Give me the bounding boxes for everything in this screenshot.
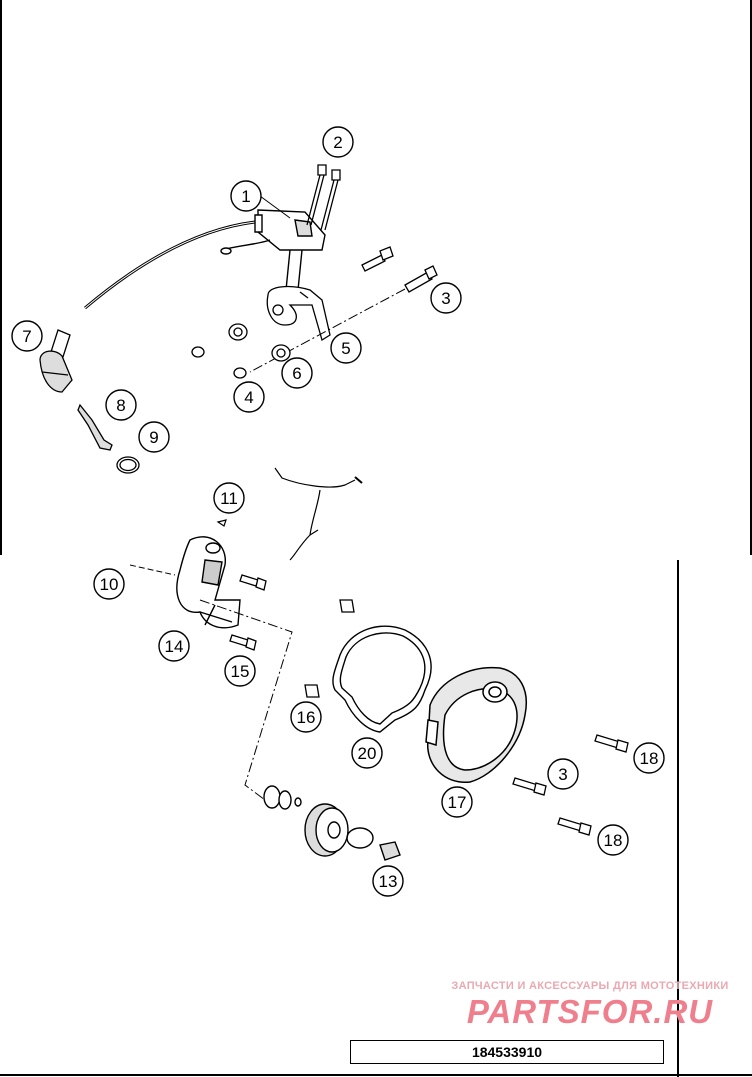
watermark-subtitle: ЗАПЧАСТИ И АКСЕССУАРЫ ДЛЯ МОТОТЕХНИКИ	[451, 980, 729, 992]
watermark-brand: PARTSFOR.RU	[466, 993, 714, 1030]
callout-10: 10	[93, 568, 125, 600]
svg-text:4: 4	[244, 388, 253, 407]
svg-text:5: 5	[341, 339, 350, 358]
ignition-coil	[84, 209, 326, 310]
svg-text:2: 2	[333, 133, 342, 152]
callout-13: 13	[372, 865, 404, 897]
callout-11: 11	[213, 482, 245, 514]
svg-text:11: 11	[220, 489, 238, 508]
svg-text:10: 10	[100, 575, 119, 594]
wiring-harness	[274, 467, 363, 561]
svg-text:6: 6	[292, 364, 301, 383]
svg-text:14: 14	[165, 637, 184, 656]
callout-18-upper: 18	[633, 742, 665, 774]
callout-9: 9	[138, 421, 170, 453]
watermark: ЗАПЧАСТИ И АКСЕССУАРЫ ДЛЯ МОТОТЕХНИКИ PA…	[440, 980, 740, 1031]
callout-14: 14	[158, 630, 190, 662]
callout-4: 4	[233, 381, 265, 413]
key-11	[216, 519, 227, 527]
callout-15: 15	[224, 655, 256, 687]
cover-gasket	[332, 625, 432, 733]
coil-bracket	[266, 285, 331, 342]
svg-text:7: 7	[22, 327, 31, 346]
dowel-sleeves	[304, 599, 355, 698]
svg-text:16: 16	[297, 708, 316, 727]
rubber-bushings	[191, 323, 291, 379]
callout-5: 5	[330, 332, 362, 364]
axis-line-flywheel	[199, 599, 293, 801]
svg-text:9: 9	[149, 428, 158, 447]
spark-plug	[77, 403, 113, 451]
svg-text:18: 18	[640, 749, 659, 768]
reference-number-box: 184533910	[350, 1040, 664, 1064]
callout-20: 20	[351, 737, 383, 769]
callout-7: 7	[11, 320, 43, 352]
svg-text:13: 13	[379, 872, 398, 891]
svg-text:17: 17	[448, 793, 467, 812]
callout-3: 3	[430, 282, 462, 314]
svg-text:8: 8	[116, 396, 125, 415]
flywheel-assembly	[263, 785, 401, 861]
callout-2: 2	[322, 126, 354, 158]
leader-10	[129, 564, 176, 576]
callout-16: 16	[290, 701, 322, 733]
callout-8: 8	[105, 389, 137, 421]
callout-3-cover: 3	[547, 758, 579, 790]
svg-text:18: 18	[604, 831, 623, 850]
callouts: 1 2 3 4 5 6 7 8	[11, 126, 665, 897]
bolt-short	[361, 246, 394, 272]
stator	[176, 536, 241, 629]
bolts-2	[306, 164, 341, 231]
svg-text:15: 15	[231, 662, 250, 681]
svg-text:3: 3	[441, 289, 450, 308]
screws-15	[229, 574, 267, 651]
svg-text:20: 20	[358, 744, 377, 763]
reference-number: 184533910	[471, 1044, 543, 1060]
ignition-cover	[425, 666, 527, 783]
callout-17: 17	[441, 786, 473, 818]
callout-6: 6	[281, 357, 313, 389]
callout-1: 1	[230, 180, 291, 219]
callout-18-lower: 18	[597, 824, 629, 856]
spark-plug-cap	[39, 329, 73, 393]
svg-text:1: 1	[241, 187, 250, 206]
svg-text:3: 3	[558, 765, 567, 784]
cover-bolts	[512, 734, 629, 836]
o-ring	[116, 456, 140, 474]
